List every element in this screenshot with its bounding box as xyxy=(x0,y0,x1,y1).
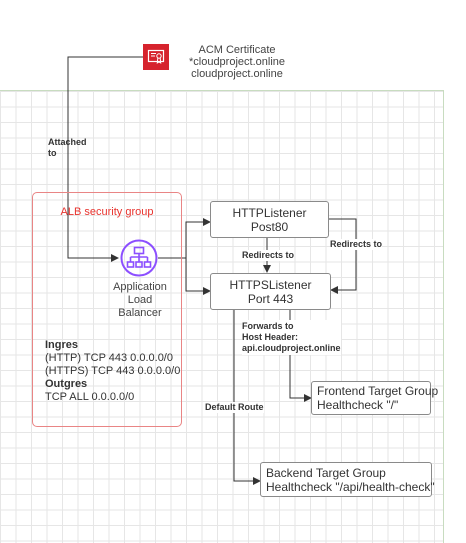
attached-label-line-1: Attached xyxy=(48,137,87,147)
acm-domain-wildcard: *cloudproject.online xyxy=(188,56,285,68)
https-listener-port: Port 443 xyxy=(247,291,294,306)
frontend-tg-name: Frontend Target Group xyxy=(317,384,439,398)
alb-to-http-connector xyxy=(158,218,211,259)
alb-security-group[interactable]: ALB security group Ingres (HTTP) TCP 443… xyxy=(32,192,182,427)
acm-domain-root: cloudproject.online xyxy=(191,68,283,80)
default-route-connector xyxy=(233,310,261,485)
http-listener-name: HTTPListener xyxy=(232,205,307,220)
alb-label-line: Balancer xyxy=(118,307,162,319)
acm-title: ACM Certificate xyxy=(198,44,276,56)
backend-tg-healthcheck: Healthcheck "/api/health-check" xyxy=(266,479,435,494)
canvas-grid xyxy=(0,90,444,543)
security-group-rules: Ingres (HTTP) TCP 443 0.0.0.0/0 (HTTPS) … xyxy=(45,339,185,404)
attached-label: Attached to xyxy=(48,137,87,159)
ingress-rule: (HTTP) TCP 443 0.0.0.0/0 xyxy=(45,352,173,364)
http-listener-port: Post80 xyxy=(250,219,289,234)
forwards-label-line: api.cloudproject.online xyxy=(242,343,341,353)
ingress-rule: (HTTPS) TCP 443 0.0.0.0/0 xyxy=(45,365,181,377)
certificate-icon xyxy=(143,44,169,70)
alb-label-line: Application xyxy=(113,281,167,293)
load-balancer-icon[interactable] xyxy=(120,239,158,277)
redirects-to-center-label: Redirects to xyxy=(242,250,295,261)
forwards-label-line: Host Header: xyxy=(242,332,299,342)
frontend-target-group-node[interactable]: Frontend Target Group Healthcheck "/" xyxy=(311,381,438,415)
https-listener-node[interactable]: HTTPSListener Port 443 xyxy=(210,273,331,310)
security-group-title: ALB security group xyxy=(60,206,154,218)
backend-target-group-node[interactable]: Backend Target Group Healthcheck "/api/h… xyxy=(260,462,435,497)
attached-label-line-2: to xyxy=(48,148,57,158)
alb-label-line: Load xyxy=(127,294,153,306)
attached-connector xyxy=(67,56,143,262)
ingress-heading: Ingres xyxy=(45,339,79,351)
frontend-tg-healthcheck: Healthcheck "/" xyxy=(317,398,399,412)
backend-tg-name: Backend Target Group xyxy=(266,465,386,480)
egress-heading: Outgres xyxy=(45,378,88,390)
alb-to-https-connector xyxy=(185,258,211,295)
redirects-to-right-label: Redirects to xyxy=(330,239,383,250)
https-listener-name: HTTPSListener xyxy=(229,277,312,292)
default-route-label: Default Route xyxy=(205,402,264,413)
forwards-label: Forwards to Host Header: api.cloudprojec… xyxy=(242,320,341,355)
http-listener-node[interactable]: HTTPListener Post80 xyxy=(210,201,329,238)
forwards-label-line: Forwards to xyxy=(242,321,294,331)
redirect-right-connector xyxy=(329,218,357,294)
egress-rule: TCP ALL 0.0.0.0/0 xyxy=(45,391,135,403)
acm-certificate-label: ACM Certificate *cloudproject.online clo… xyxy=(172,44,302,80)
alb-label: Application Load Balancer xyxy=(95,281,185,320)
